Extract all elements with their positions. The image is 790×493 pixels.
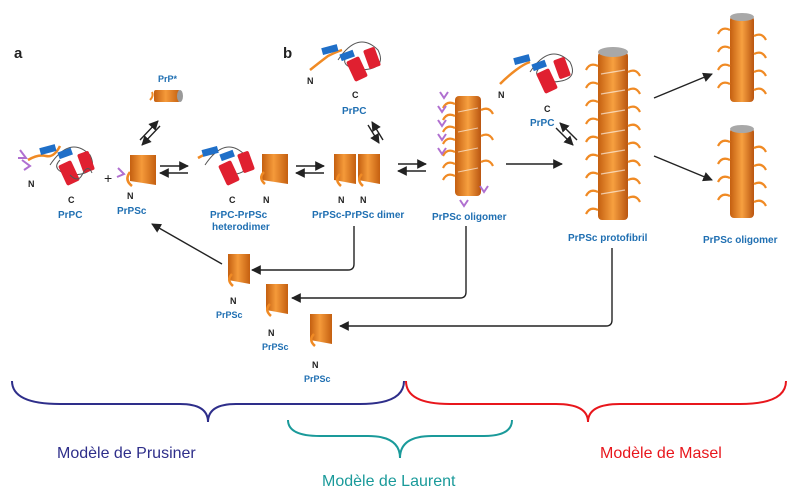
arrow-protofibril-to-oligomer-top: [653, 72, 713, 99]
prpc-label-top: PrPC: [342, 106, 366, 117]
panel-label-b: b: [283, 45, 292, 62]
arrow-prpsc-recycle-to-start: [151, 223, 223, 265]
model-label-masel: Modèle de Masel: [600, 445, 722, 462]
prp-star-protein-icon: [149, 90, 183, 102]
prpc-label-left: PrPC: [58, 210, 82, 221]
prpsc-label-return-3: PrPSc: [304, 374, 331, 384]
prpsc-label-left: PrPSc: [117, 206, 147, 217]
heterodimer-label-line2: heterodimer: [212, 222, 270, 233]
n-terminus-prpsc-left: N: [127, 191, 134, 201]
arrow-protofibril-to-prpc: [559, 122, 578, 141]
oligomer-label-middle: PrPSc oligomer: [432, 212, 507, 223]
c-terminus-heterodimer: C: [229, 195, 236, 205]
c-terminus-prpc-top: C: [352, 90, 359, 100]
n-terminus-prpc-left: N: [28, 179, 35, 189]
brace-masel: [405, 380, 787, 423]
return-arrow-protofibril-to-prpsc: [339, 248, 613, 331]
prpsc-oligomer-fragment-bottom-icon: [717, 125, 767, 218]
prpsc-protofibril-icon: [585, 47, 641, 220]
c-terminus-prpc-right: C: [544, 104, 551, 114]
n-terminus-dimer-1: N: [338, 195, 345, 205]
n-terminus-return-1: N: [230, 296, 237, 306]
heterodimer-label-line1: PrPC-PrPSc: [210, 210, 268, 221]
arrow-dimer-to-prpc: [371, 121, 384, 141]
model-label-laurent: Modèle de Laurent: [322, 473, 456, 490]
dimer-label: PrPSc-PrPSc dimer: [312, 210, 404, 221]
prpsc-monomer-return-2-icon: [266, 284, 288, 317]
c-terminus-prpc-left: C: [68, 195, 75, 205]
arrow-prpc-to-protofibril: [555, 127, 574, 146]
prp-star-label: PrP*: [158, 74, 178, 84]
return-arrow-oligomer-to-prpsc: [291, 226, 467, 303]
brace-laurent: [287, 419, 513, 459]
prpc-label-right: PrPC: [530, 118, 554, 129]
n-terminus-heterodimer: N: [263, 195, 270, 205]
prpsc-monomer-return-3-icon: [310, 314, 332, 347]
arrow-protofibril-to-oligomer-bottom: [653, 155, 713, 182]
plus-sign: +: [104, 170, 112, 186]
prpsc-oligomer-fragment-top-icon: [717, 13, 767, 102]
arrow-prpc-to-dimer: [367, 124, 380, 144]
prpsc-oligomer-icon-middle: [437, 91, 494, 208]
n-terminus-return-3: N: [312, 360, 319, 370]
n-terminus-return-2: N: [268, 328, 275, 338]
prpsc-monomer-return-1-icon: [228, 254, 250, 287]
return-arrow-dimer-to-prpsc: [251, 226, 355, 275]
prpsc-label-return-2: PrPSc: [262, 342, 289, 352]
n-terminus-prpc-right: N: [498, 90, 505, 100]
arrow-prpstar-to-prpsc: [141, 125, 161, 146]
prpsc-label-return-1: PrPSc: [216, 310, 243, 320]
n-terminus-prpc-top: N: [307, 76, 314, 86]
prpsc-dimer-icon: [334, 154, 380, 187]
prpsc-monomer-icon-left: [116, 155, 156, 187]
brace-prusiner: [11, 380, 405, 423]
panel-label-a: a: [14, 45, 23, 62]
n-terminus-dimer-2: N: [360, 195, 367, 205]
model-label-prusiner: Modèle de Prusiner: [57, 445, 196, 462]
prpc-folded-protein-icon-right: [499, 53, 573, 94]
prpc-folded-protein-icon-top: [309, 41, 381, 82]
protofibril-label: PrPSc protofibril: [568, 233, 648, 244]
oligomer-label-right: PrPSc oligomer: [703, 235, 778, 246]
prpc-folded-protein-icon-left: [18, 144, 95, 186]
heterodimer-icon: [197, 146, 288, 186]
